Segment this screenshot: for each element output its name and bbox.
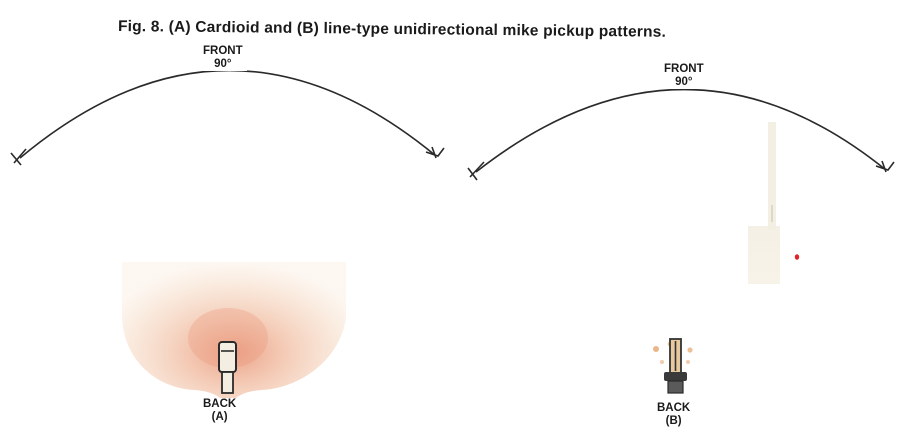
panel-a-panel-label: (A): [211, 411, 228, 423]
panel-b-angle-text: 90°: [675, 76, 693, 88]
panel-a-front-label: FRONT 90°: [199, 45, 247, 71]
panel-a-right-arrow-icon: [425, 146, 445, 159]
cardioid-pattern: [122, 262, 346, 408]
panel-a-arc: [10, 69, 445, 166]
panel-a-front-text: FRONT: [203, 45, 243, 57]
panel-a-back-text: BACK: [203, 398, 237, 410]
cardioid-microphone-icon: [218, 341, 237, 394]
panel-b-panel-label: (B): [665, 415, 682, 427]
line-microphone-icon: [653, 338, 693, 394]
panel-b-front-text: FRONT: [664, 63, 704, 75]
panel-a-left-arrow-icon: [10, 148, 27, 166]
panel-a-angle-text: 90°: [214, 58, 232, 70]
panel-b-left-arrow-icon: [467, 161, 485, 181]
panel-b-arc: [467, 88, 895, 181]
panel-b-front-label: FRONT 90°: [660, 63, 708, 89]
line-type-pattern: [748, 122, 800, 284]
panel-b-right-arrow-icon: [875, 160, 895, 173]
panel-a-back-label: BACK (A): [199, 398, 241, 424]
panel-b-back-label: BACK (B): [653, 402, 695, 428]
panel-b-back-text: BACK: [657, 402, 691, 414]
